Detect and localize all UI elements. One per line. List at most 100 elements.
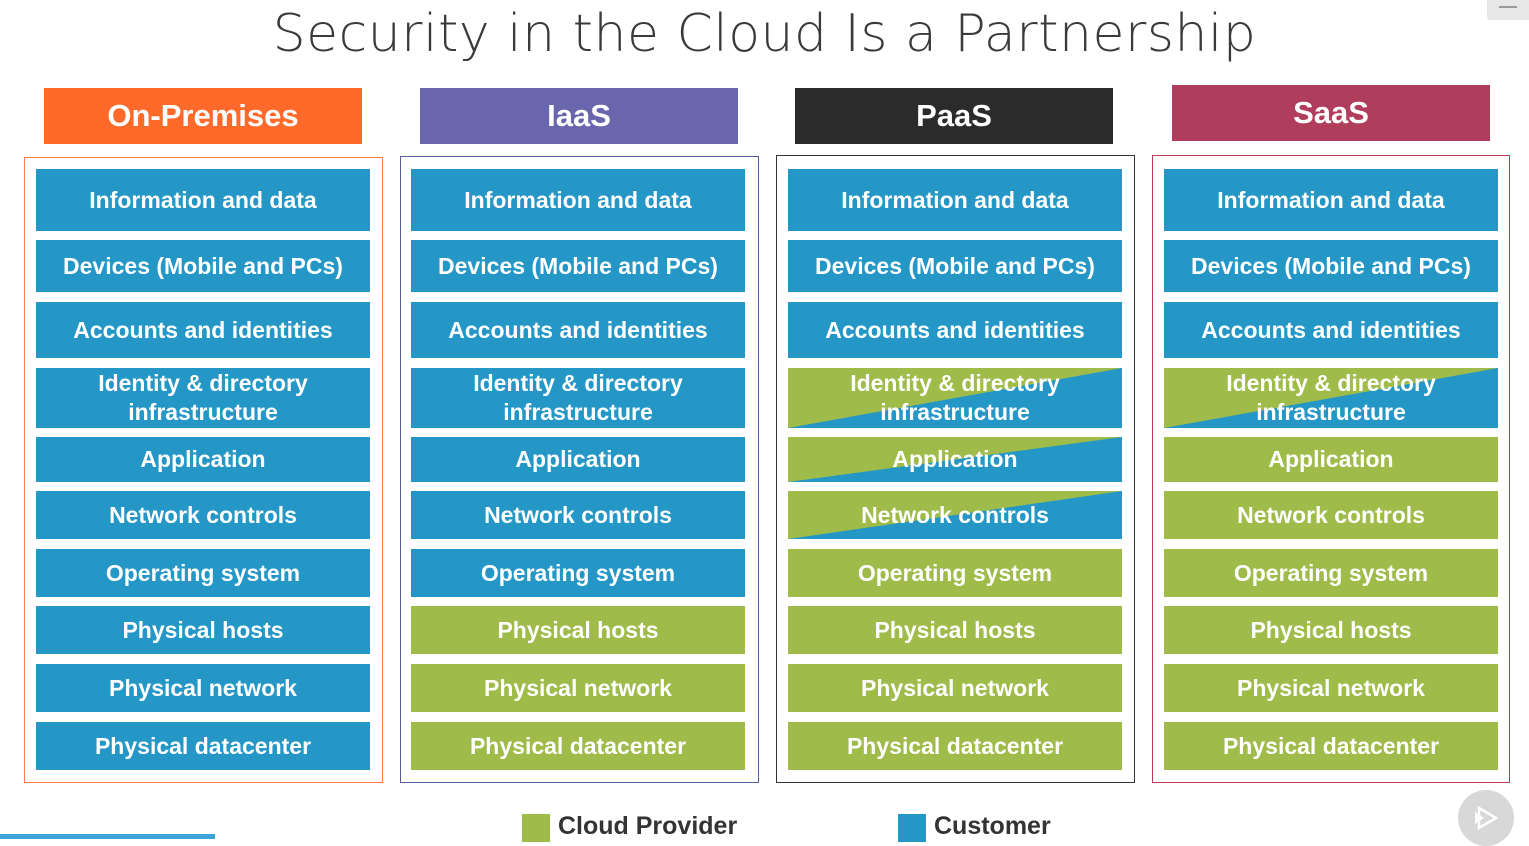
cell-label: Accounts and identities bbox=[448, 316, 708, 343]
column-header-on-premises: On-Premises bbox=[44, 88, 362, 144]
responsibility-cell: Devices (Mobile and PCs) bbox=[411, 240, 745, 292]
menu-tab[interactable] bbox=[1487, 0, 1529, 20]
shared-split bbox=[788, 437, 1122, 482]
provider-swatch bbox=[522, 814, 550, 842]
responsibility-cell: Identity & directory infrastructure bbox=[788, 368, 1122, 428]
slide-title: Security in the Cloud Is a Partnership bbox=[272, 4, 1257, 64]
responsibility-cell: Operating system bbox=[788, 549, 1122, 597]
responsibility-cell: Accounts and identities bbox=[36, 302, 370, 358]
cell-label: Physical datacenter bbox=[846, 732, 1064, 759]
responsibility-cell: Operating system bbox=[1164, 549, 1498, 597]
provider-legend-label: Cloud Provider bbox=[558, 812, 738, 840]
responsibility-cell: Network controls bbox=[411, 491, 745, 539]
responsibility-cell: Physical hosts bbox=[411, 606, 745, 654]
cell-label: Network controls bbox=[109, 501, 297, 528]
customer-legend-label: Customer bbox=[934, 812, 1051, 840]
column-frame bbox=[1152, 155, 1510, 783]
responsibility-cell: Physical datacenter bbox=[788, 722, 1122, 770]
cell-label: Accounts and identities bbox=[1201, 316, 1461, 343]
column-header-iaas: IaaS bbox=[420, 88, 738, 144]
responsibility-cell: Physical datacenter bbox=[411, 722, 745, 770]
cell-label: Information and data bbox=[89, 186, 317, 213]
cell-label: Physical datacenter bbox=[1222, 732, 1440, 759]
cell-label: Operating system bbox=[857, 559, 1053, 586]
cell-label: Physical hosts bbox=[874, 616, 1036, 643]
responsibility-cell: Devices (Mobile and PCs) bbox=[36, 240, 370, 292]
cell-label: Identity & directory infrastructure bbox=[473, 370, 683, 425]
cell-label: Network controls bbox=[484, 501, 672, 528]
column-header-saas: SaaS bbox=[1172, 85, 1490, 141]
responsibility-cell: Physical datacenter bbox=[36, 722, 370, 770]
responsibility-cell: Identity & directory infrastructure bbox=[1164, 368, 1498, 428]
responsibility-cell: Devices (Mobile and PCs) bbox=[1164, 240, 1498, 292]
responsibility-cell: Physical hosts bbox=[36, 606, 370, 654]
cell-label: Devices (Mobile and PCs) bbox=[63, 252, 343, 279]
customer-swatch bbox=[898, 814, 926, 842]
column-frame bbox=[776, 155, 1135, 783]
column-header-paas: PaaS bbox=[795, 88, 1113, 144]
responsibility-cell: Operating system bbox=[36, 549, 370, 597]
cell-label: Network controls bbox=[861, 501, 1049, 528]
cell-label: Physical hosts bbox=[1250, 616, 1412, 643]
column-frame bbox=[24, 157, 383, 783]
responsibility-cell: Application bbox=[411, 437, 745, 482]
responsibility-cell: Accounts and identities bbox=[788, 302, 1122, 358]
cell-label: Physical network bbox=[484, 674, 672, 701]
cell-label: Physical network bbox=[109, 674, 297, 701]
shared-split bbox=[788, 491, 1122, 539]
responsibility-cell: Physical hosts bbox=[1164, 606, 1498, 654]
responsibility-cell: Physical network bbox=[411, 664, 745, 712]
cell-label: Identity & directory infrastructure bbox=[1226, 370, 1436, 425]
cell-label: Accounts and identities bbox=[825, 316, 1085, 343]
responsibility-cell: Physical datacenter bbox=[1164, 722, 1498, 770]
cell-label: Physical hosts bbox=[122, 616, 284, 643]
cell-label: Physical network bbox=[1237, 674, 1425, 701]
responsibility-cell: Information and data bbox=[411, 169, 745, 231]
cell-label: Devices (Mobile and PCs) bbox=[815, 252, 1095, 279]
responsibility-cell: Network controls bbox=[36, 491, 370, 539]
responsibility-cell: Accounts and identities bbox=[411, 302, 745, 358]
cell-label: Identity & directory infrastructure bbox=[850, 370, 1060, 425]
cell-label: Identity & directory infrastructure bbox=[98, 370, 308, 425]
responsibility-cell: Physical hosts bbox=[788, 606, 1122, 654]
cell-label: Operating system bbox=[105, 559, 301, 586]
cell-label: Physical network bbox=[861, 674, 1049, 701]
cell-label: Information and data bbox=[464, 186, 692, 213]
responsibility-cell: Application bbox=[788, 437, 1122, 482]
cell-label: Operating system bbox=[480, 559, 676, 586]
shared-split bbox=[1164, 368, 1498, 428]
responsibility-cell: Accounts and identities bbox=[1164, 302, 1498, 358]
responsibility-cell: Identity & directory infrastructure bbox=[36, 368, 370, 428]
column-frame bbox=[400, 156, 759, 783]
cell-label: Devices (Mobile and PCs) bbox=[438, 252, 718, 279]
responsibility-cell: Physical network bbox=[1164, 664, 1498, 712]
responsibility-cell: Physical network bbox=[36, 664, 370, 712]
cell-label: Operating system bbox=[1233, 559, 1429, 586]
cell-label: Physical datacenter bbox=[94, 732, 312, 759]
responsibility-cell: Application bbox=[36, 437, 370, 482]
cell-label: Application bbox=[140, 446, 266, 472]
responsibility-cell: Physical network bbox=[788, 664, 1122, 712]
cell-label: Application bbox=[515, 446, 641, 472]
play-icon bbox=[1475, 805, 1499, 831]
cell-label: Network controls bbox=[1237, 501, 1425, 528]
responsibility-cell: Information and data bbox=[1164, 169, 1498, 231]
cell-label: Physical hosts bbox=[497, 616, 659, 643]
cell-label: Information and data bbox=[841, 186, 1069, 213]
play-button[interactable] bbox=[1458, 790, 1514, 846]
cell-label: Application bbox=[892, 446, 1018, 472]
responsibility-cell: Information and data bbox=[36, 169, 370, 231]
shared-split bbox=[788, 368, 1122, 428]
responsibility-cell: Information and data bbox=[788, 169, 1122, 231]
cell-label: Information and data bbox=[1217, 186, 1445, 213]
progress-bar bbox=[0, 834, 215, 839]
responsibility-cell: Identity & directory infrastructure bbox=[411, 368, 745, 428]
responsibility-cell: Devices (Mobile and PCs) bbox=[788, 240, 1122, 292]
cell-label: Devices (Mobile and PCs) bbox=[1191, 252, 1471, 279]
responsibility-cell: Network controls bbox=[1164, 491, 1498, 539]
cell-label: Physical datacenter bbox=[469, 732, 687, 759]
responsibility-cell: Application bbox=[1164, 437, 1498, 482]
responsibility-cell: Network controls bbox=[788, 491, 1122, 539]
cell-label: Application bbox=[1268, 446, 1394, 472]
responsibility-cell: Operating system bbox=[411, 549, 745, 597]
